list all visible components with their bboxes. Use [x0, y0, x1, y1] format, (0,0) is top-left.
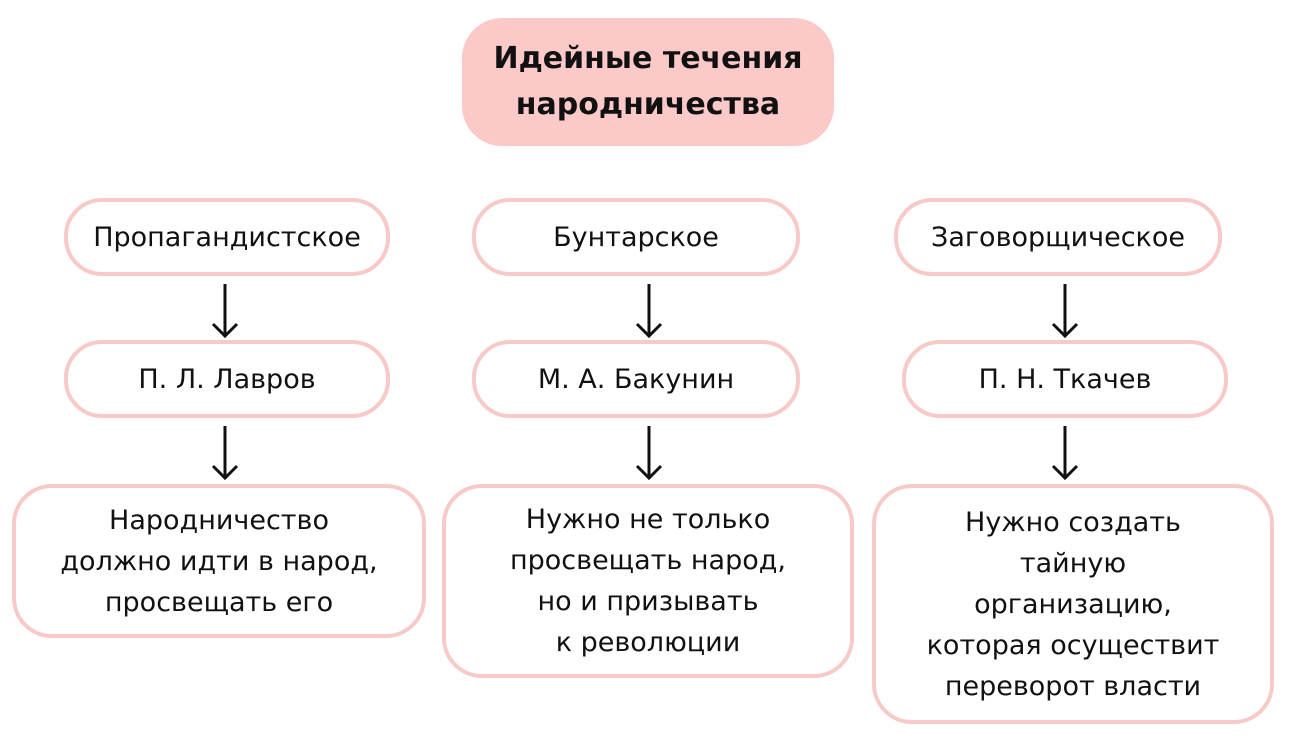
arrow-down-icon	[635, 426, 663, 481]
movement-box-rebel: Бунтарское	[472, 198, 800, 276]
leader-box-bakunin: М. А. Бакунин	[472, 340, 800, 418]
idea-text: Народничество должно идти в народ, просв…	[60, 504, 378, 618]
leader-label: П. Л. Лавров	[138, 363, 316, 395]
movement-box-propaganda: Пропагандистское	[64, 198, 390, 276]
movement-box-conspiracy: Заговорщическое	[894, 198, 1222, 276]
leader-box-lavrov: П. Л. Лавров	[64, 340, 390, 418]
idea-box-propaganda: Народничество должно идти в народ, просв…	[12, 484, 426, 638]
movement-label: Пропагандистское	[93, 221, 361, 253]
diagram-title: Идейные течения народничества	[462, 18, 834, 146]
idea-box-conspiracy: Нужно создать тайную организацию, котора…	[872, 484, 1274, 724]
arrow-down-icon	[211, 426, 239, 481]
diagram-title-text: Идейные течения народничества	[493, 41, 803, 122]
leader-box-tkachev: П. Н. Ткачев	[902, 340, 1228, 418]
idea-text: Нужно не только просвещать народ, но и п…	[510, 504, 786, 658]
arrow-down-icon	[1051, 426, 1079, 481]
leader-label: П. Н. Ткачев	[978, 363, 1152, 395]
movement-label: Заговорщическое	[931, 221, 1185, 253]
movement-label: Бунтарское	[553, 221, 719, 253]
idea-box-rebel: Нужно не только просвещать народ, но и п…	[442, 484, 854, 678]
arrow-down-icon	[1051, 284, 1079, 339]
idea-text: Нужно создать тайную организацию, котора…	[926, 506, 1220, 702]
arrow-down-icon	[635, 284, 663, 339]
leader-label: М. А. Бакунин	[537, 363, 735, 395]
arrow-down-icon	[211, 284, 239, 339]
